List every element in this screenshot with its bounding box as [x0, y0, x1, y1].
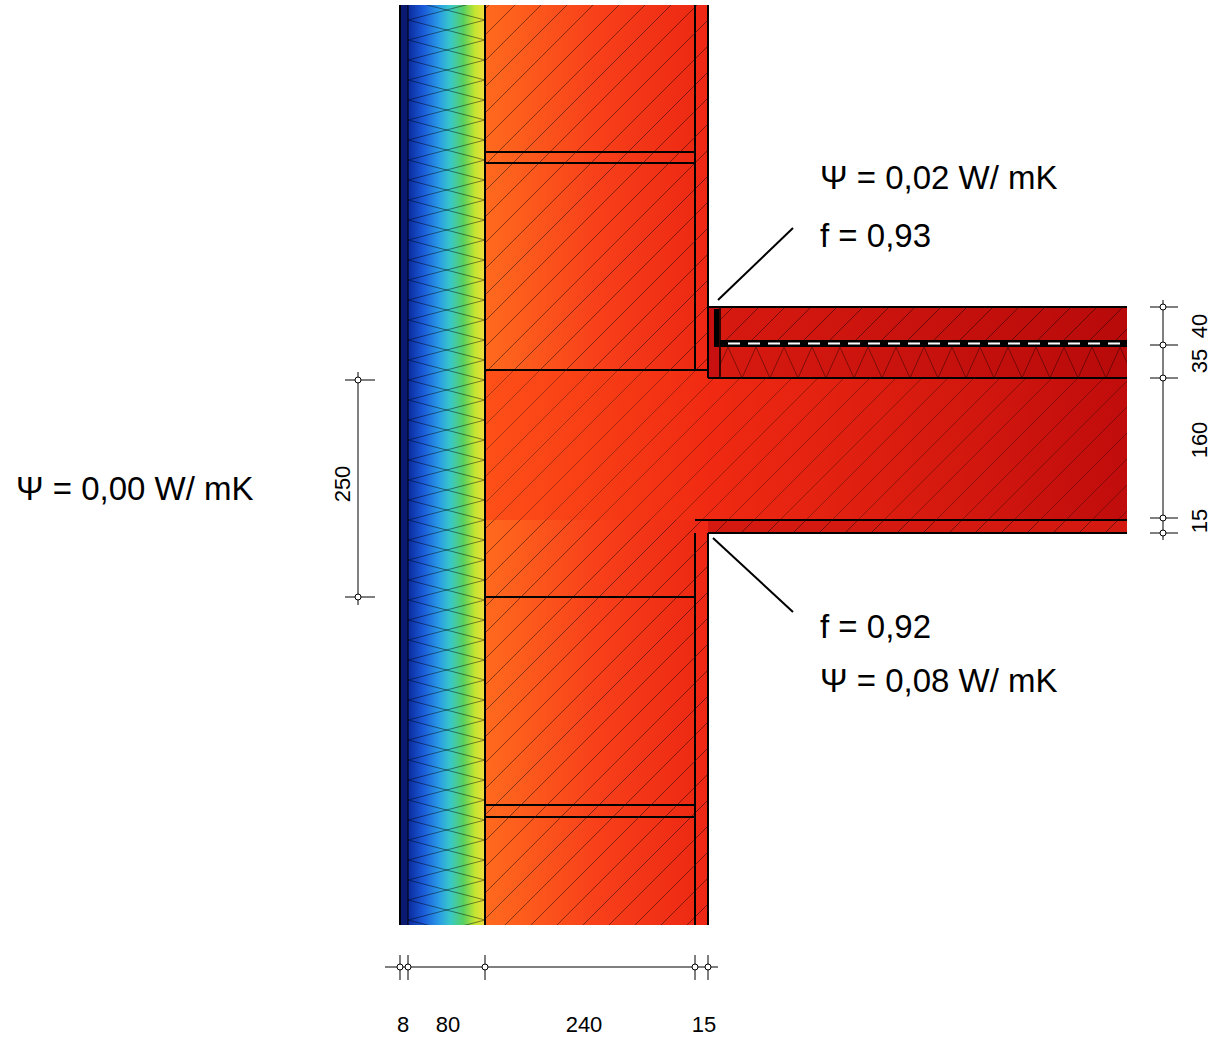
dimension: 15 — [692, 1014, 716, 1036]
dimension: 250 — [332, 466, 354, 503]
psi-value: Ψ = 0,02 W/ mK — [820, 161, 1058, 194]
psi-value: Ψ = 0,08 W/ mK — [820, 664, 1058, 697]
f-value: f = 0,93 — [820, 219, 931, 252]
psi-value: Ψ = 0,00 W/ mK — [16, 472, 254, 505]
dimension: 160 — [1189, 422, 1211, 459]
dimension: 40 — [1189, 314, 1211, 338]
dimension: 80 — [436, 1014, 460, 1036]
f-value: f = 0,92 — [820, 610, 931, 643]
dimension: 35 — [1189, 349, 1211, 373]
dimension: 15 — [1189, 509, 1211, 533]
dimension: 8 — [397, 1014, 409, 1036]
dimension: 240 — [566, 1014, 603, 1036]
